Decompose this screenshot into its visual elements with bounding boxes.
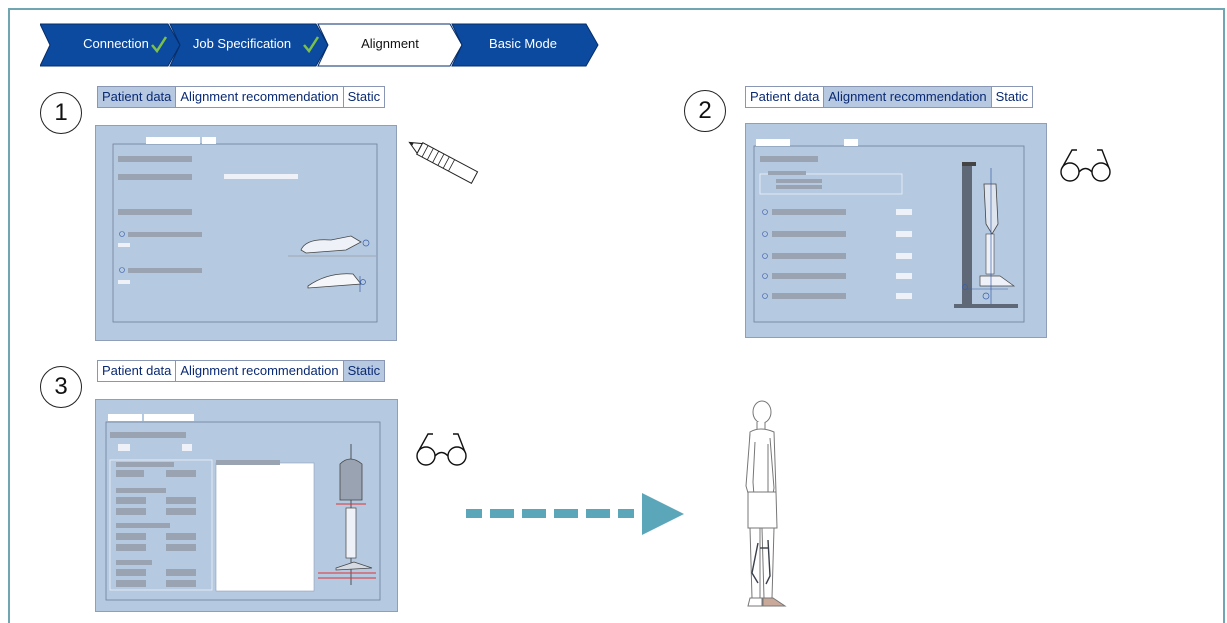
tab-patient-data[interactable]: Patient data	[745, 86, 824, 108]
wizard-step-label: Connection	[83, 36, 149, 51]
static-mockup	[105, 414, 381, 601]
patient-data-mockup	[112, 137, 378, 323]
static-screen-thumbnail	[95, 399, 398, 612]
tab-strip-patient-data: Patient data Alignment recommendation St…	[97, 86, 386, 108]
step-number-badge: 1	[40, 92, 82, 134]
check-icon	[303, 36, 320, 54]
wizard-step-label: Basic Mode	[489, 36, 557, 51]
alignment-recommendation-screen-thumbnail	[745, 123, 1047, 338]
tab-strip-static: Patient data Alignment recommendation St…	[97, 360, 386, 382]
wizard-step-job-specification[interactable]	[169, 23, 329, 67]
tab-static[interactable]: Static	[342, 360, 386, 382]
alignment-recommendation-mockup	[753, 139, 1025, 323]
wizard-step-connection[interactable]	[39, 23, 181, 67]
tab-alignment-recommendation[interactable]: Alignment recommendation	[175, 360, 343, 382]
patient-figure-icon	[745, 400, 787, 607]
step-number-badge: 2	[684, 90, 726, 132]
wizard-step-label: Job Specification	[192, 36, 292, 51]
wizard-step-label: Alignment	[361, 36, 419, 51]
glasses-icon	[416, 433, 467, 466]
glasses-icon	[1060, 149, 1111, 182]
wizard-step-alignment[interactable]	[317, 23, 463, 67]
tab-patient-data[interactable]: Patient data	[97, 86, 176, 108]
wizard-breadcrumb: Connection Job Specification Alignment B…	[39, 23, 600, 72]
wizard-step-basic-mode[interactable]	[451, 23, 599, 67]
dashed-arrow-icon	[466, 493, 684, 535]
tab-alignment-recommendation[interactable]: Alignment recommendation	[823, 86, 991, 108]
check-icon	[151, 36, 168, 54]
tab-patient-data[interactable]: Patient data	[97, 360, 176, 382]
tab-alignment-recommendation[interactable]: Alignment recommendation	[175, 86, 343, 108]
tab-static[interactable]: Static	[342, 86, 386, 108]
page-frame	[8, 8, 1225, 623]
pencil-icon	[408, 141, 479, 184]
step-number-badge: 3	[40, 366, 82, 408]
tab-strip-alignment-recommendation: Patient data Alignment recommendation St…	[745, 86, 1034, 108]
patient-data-screen-thumbnail	[95, 125, 397, 341]
tab-static[interactable]: Static	[990, 86, 1034, 108]
wizard-arrows	[39, 23, 599, 67]
